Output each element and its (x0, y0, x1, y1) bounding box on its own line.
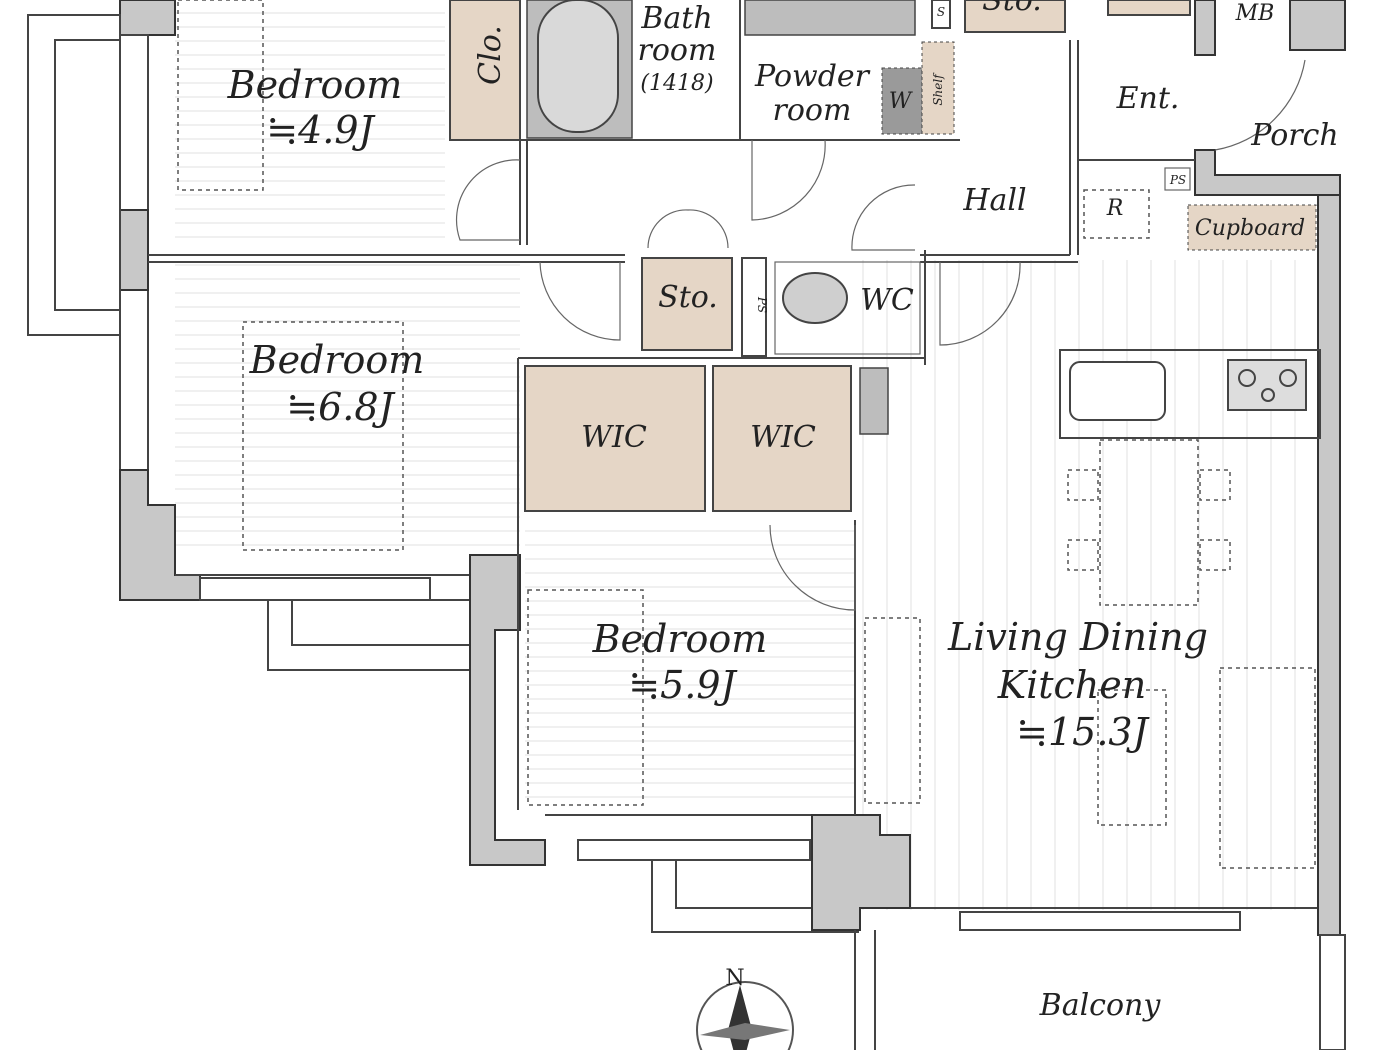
coffee-table (1097, 689, 1167, 826)
refrigerator-space (1083, 189, 1150, 239)
stove-icon (1227, 359, 1307, 411)
ldk-label-1: Living Dining (947, 615, 1208, 659)
toilet-icon (782, 272, 848, 324)
bedroom-3-label: Bedroom (592, 617, 768, 661)
compass-north-label: N (725, 966, 744, 991)
shelf-label: Shelf (931, 72, 945, 106)
wic-1-label: WIC (581, 420, 647, 455)
storage (641, 257, 733, 351)
ldk-label-2: Kitchen (997, 663, 1147, 707)
bathroom-size: (1418) (640, 71, 713, 96)
shoe-storage (1107, 0, 1191, 16)
powder-room-label-1: Powder (754, 59, 871, 94)
balcony-label: Balcony (1039, 988, 1162, 1023)
bathroom-label-2: room (638, 33, 717, 68)
wc-label: WC (860, 283, 914, 318)
wic-1 (524, 365, 706, 512)
ldk-size: ≒15.3J (1016, 710, 1149, 754)
bedroom-3-size: ≒5.9J (628, 663, 737, 707)
pipe-space-2-label: PS (755, 296, 769, 313)
bathroom-label-1: Bath (640, 1, 712, 36)
powder-room-label-2: room (773, 93, 852, 128)
bedroom-2-label: Bedroom (249, 338, 425, 382)
wic-2-label: WIC (750, 420, 816, 455)
doors (455, 59, 1306, 611)
shelf (921, 41, 955, 135)
pipe-space-1-label: PS (1169, 173, 1186, 187)
refrigerator-label: R (1106, 196, 1124, 221)
storage-top (964, 0, 1066, 33)
bedroom-1-floor (175, 0, 445, 250)
wic-2 (712, 365, 852, 512)
washer-label: W (889, 89, 914, 114)
bedroom-2-floor (175, 262, 520, 552)
hall-label: Hall (962, 183, 1026, 218)
compass-icon: N (696, 966, 794, 1050)
walls (27, 0, 1346, 1050)
entrance-label: Ent. (1116, 81, 1180, 116)
closet-label: Clo. (473, 25, 508, 85)
bedroom-3-floor (525, 520, 855, 810)
storage-top-label: Sto. (982, 0, 1042, 18)
sink-icon (1069, 361, 1166, 421)
cupboard (1187, 204, 1317, 251)
cupboard-label: Cupboard (1195, 216, 1305, 241)
bedroom-1-label: Bedroom (227, 63, 403, 107)
bedroom-2-size: ≒6.8J (286, 385, 395, 429)
sofa (1219, 667, 1316, 869)
vanity (744, 0, 916, 36)
storage-s-label: S (937, 5, 945, 19)
ldk-floor (860, 260, 1320, 910)
bathtub-basin (537, 0, 619, 133)
meter-box-label: MB (1235, 1, 1275, 26)
tv-stand (864, 617, 921, 804)
porch-label: Porch (1250, 118, 1339, 153)
bedroom-1-size: ≒4.9J (266, 108, 375, 152)
storage-label: Sto. (658, 280, 718, 315)
dining-table (1099, 439, 1199, 606)
closet (449, 0, 521, 141)
